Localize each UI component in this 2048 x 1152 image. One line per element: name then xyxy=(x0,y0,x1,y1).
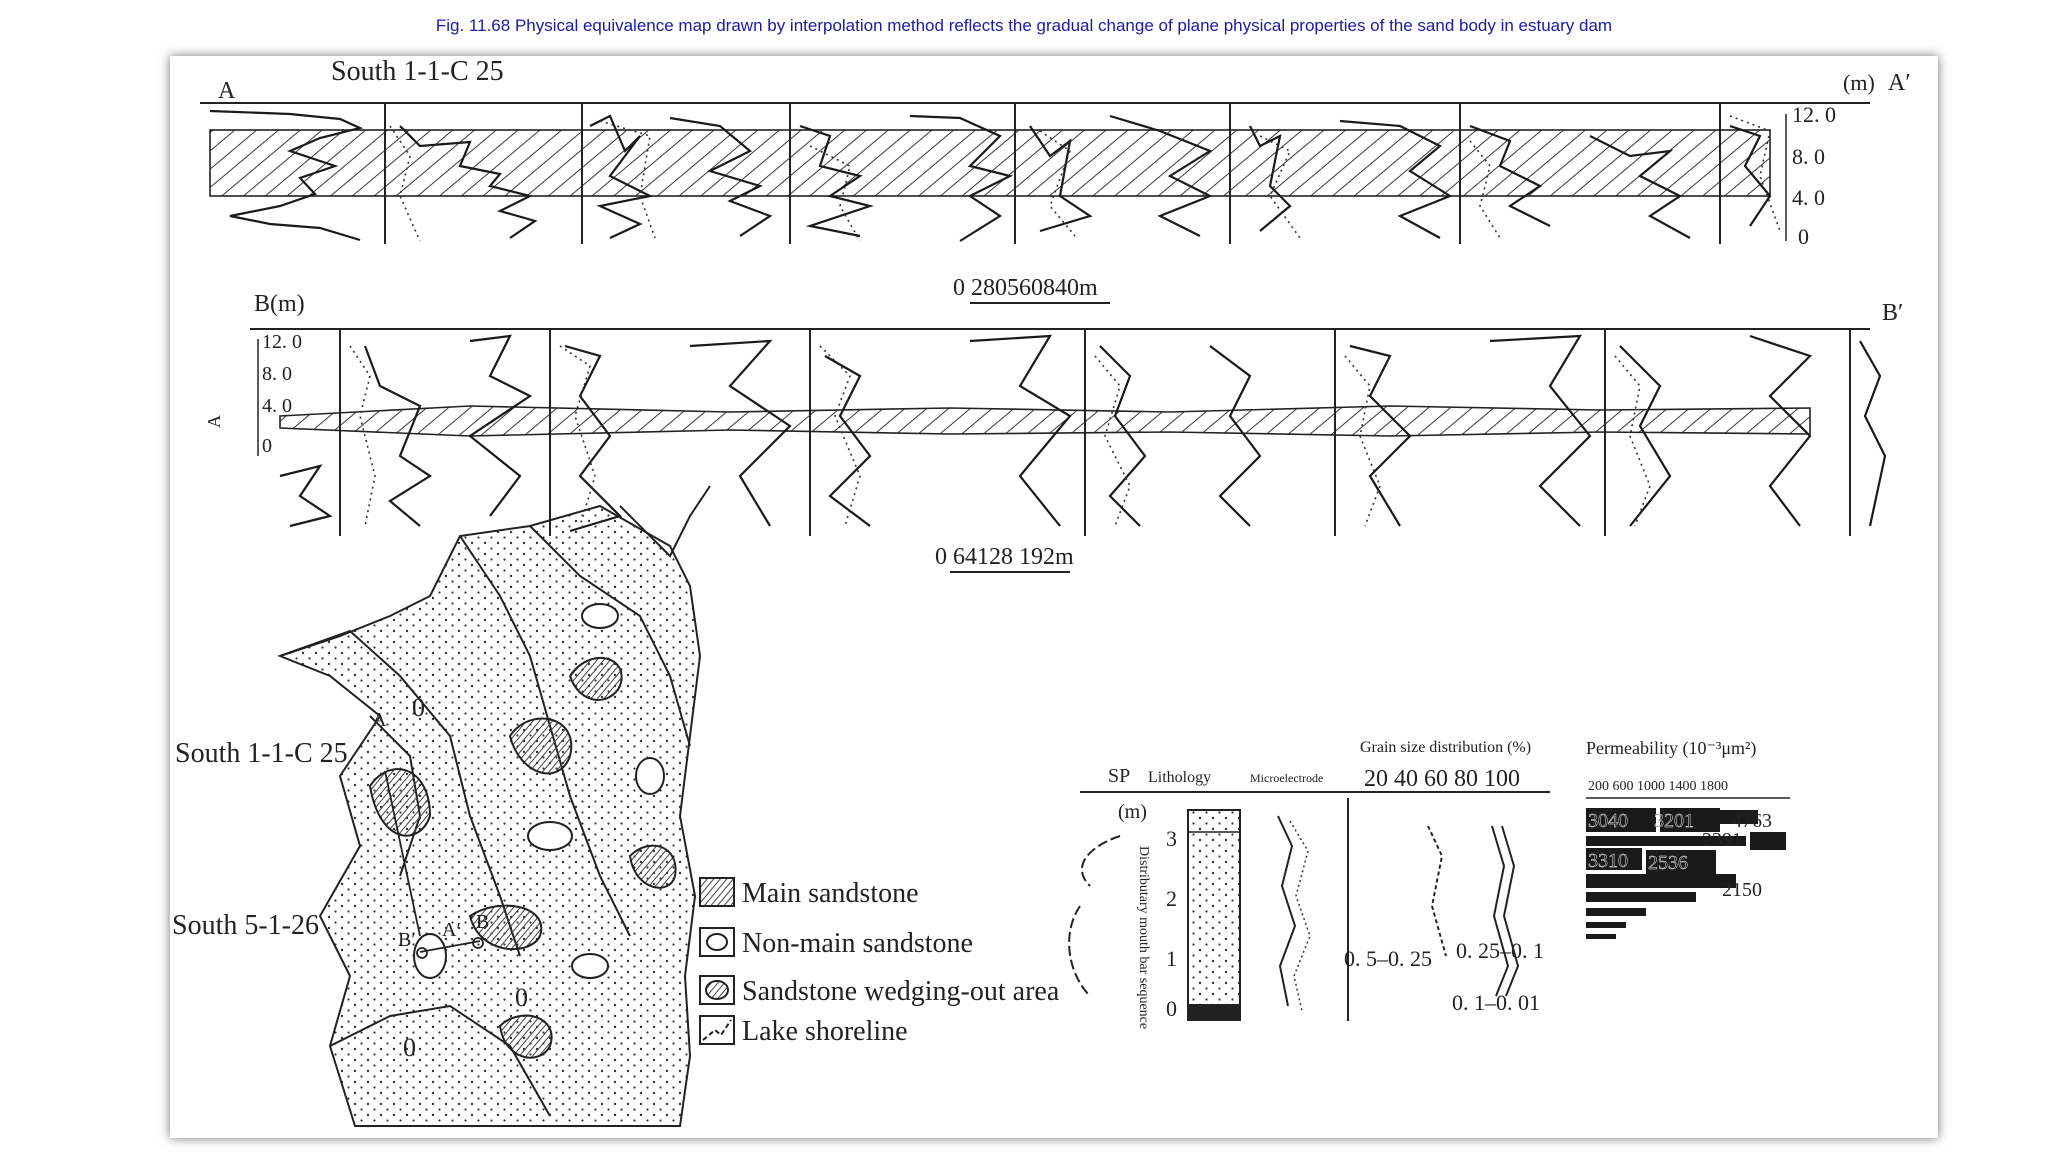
grain-range-label: 0. 5–0. 25 xyxy=(1344,946,1432,971)
permeability-value: 4763 xyxy=(1732,810,1772,832)
grain-size-header: Grain size distribution (%) xyxy=(1360,739,1531,756)
section-a-well-lines xyxy=(384,104,1721,244)
lithology-column xyxy=(1187,809,1241,1021)
section-a-depth-tick: 8. 0 xyxy=(1792,144,1825,169)
map-point-label: A xyxy=(372,709,387,731)
permeability-value: 2150 xyxy=(1722,879,1762,901)
well-marker xyxy=(416,947,428,959)
map-contour-label: 0 xyxy=(412,693,425,722)
section-a-start-label: A xyxy=(218,78,236,104)
column-unit: (m) xyxy=(1118,801,1147,823)
section-a-dotted-curves xyxy=(389,115,1781,242)
map-point-label: B′ xyxy=(398,929,416,951)
permeability-value: 2536 xyxy=(1648,852,1688,874)
non-main-sandstone-symbol xyxy=(699,927,735,957)
section-a-depth-axis: 12. 0 8. 0 4. 0 0 xyxy=(1785,102,1836,249)
sp-header: SP xyxy=(1108,765,1130,787)
well-marker xyxy=(472,937,484,949)
microelectrode-header: Microelectrode xyxy=(1250,771,1323,785)
wedging-out-symbol-shape xyxy=(705,980,729,1000)
stratigraphic-column: Grain size distribution (%) Permeability… xyxy=(1068,738,1790,1029)
lake-shoreline-symbol-shape xyxy=(702,1019,732,1041)
section-a-profile: A South 1-1-C 25 (m) A′ xyxy=(200,56,1911,304)
section-b-depth-tick: 12. 0 xyxy=(262,331,302,353)
column-depth-tick: 1 xyxy=(1166,946,1177,971)
geology-figure: A South 1-1-C 25 (m) A′ xyxy=(170,56,1938,1138)
permeability-header: Permeability (10⁻³μm²) xyxy=(1586,738,1756,759)
permeability-value: 3040 xyxy=(1588,810,1628,832)
legend-label: Main sandstone xyxy=(742,878,919,909)
section-b-scale-bar: 0 64128 192m xyxy=(935,544,1074,570)
grain-size-curve xyxy=(1427,825,1447,957)
section-b-log-curves xyxy=(279,334,1887,533)
permeability-bars xyxy=(1586,808,1786,939)
grain-size-curve xyxy=(1491,825,1510,997)
map-contour-label: 0 xyxy=(403,1033,416,1062)
section-b-side-label: A xyxy=(204,415,224,428)
legend-item-non-main-sandstone: Non-main sandstone xyxy=(699,927,973,959)
section-a-log-curves xyxy=(209,109,1772,242)
sp-curve xyxy=(1068,835,1121,997)
section-line-b xyxy=(419,940,481,953)
legend: Main sandstone Non-main sandstone Sandst… xyxy=(699,877,1060,1047)
lithology-header: Lithology xyxy=(1148,769,1211,786)
legend-label: Sandstone wedging-out area xyxy=(742,976,1060,1007)
section-a-depth-tick: 12. 0 xyxy=(1792,102,1836,127)
permeability-ticks: 200 600 1000 1400 1800 xyxy=(1588,779,1728,794)
section-b-depth-tick: 4. 0 xyxy=(262,395,292,417)
microelectrode-curve xyxy=(1277,815,1297,1007)
non-main-sandstone-patches xyxy=(413,603,665,979)
section-a-end-label: A′ xyxy=(1888,70,1911,96)
legend-label: Non-main sandstone xyxy=(742,928,973,959)
section-b-depth-axis: 12. 0 8. 0 4. 0 0 A xyxy=(204,331,302,457)
lake-shoreline-symbol xyxy=(699,1015,735,1045)
grain-size-ticks: 20 40 60 80 100 xyxy=(1364,766,1520,792)
section-a-scale-bar: 0 280560840m xyxy=(953,275,1098,301)
microelectrode-curve-dotted xyxy=(1289,820,1311,1012)
legend-item-lake-shoreline: Lake shoreline xyxy=(699,1015,908,1047)
column-depth-tick: 2 xyxy=(1166,886,1177,911)
section-b-end-label: B′ xyxy=(1882,300,1903,326)
section-a-well-label: South 1-1-C 25 xyxy=(331,56,504,87)
column-depth-tick: 3 xyxy=(1166,826,1177,851)
permeability-value: 2391 xyxy=(1702,829,1742,851)
section-b-profile: B(m) B′ 12. 0 8. 0 4. 0 0 A xyxy=(204,291,1903,573)
section-line-a xyxy=(384,770,421,937)
lithology-base xyxy=(1188,1004,1240,1020)
map-contour-label: 0 xyxy=(515,983,528,1012)
section-a-depth-tick: 4. 0 xyxy=(1792,185,1825,210)
section-a-unit-label: (m) xyxy=(1843,70,1875,95)
column-depth-tick: 0 xyxy=(1166,996,1177,1021)
legend-item-wedging-out: Sandstone wedging-out area xyxy=(699,975,1060,1007)
permeability-value-labels: 3040 3201 4763 2391 3310 2536 2150 xyxy=(1588,810,1772,901)
legend-item-main-sandstone: Main sandstone xyxy=(699,877,919,909)
map-well-label-2: South 5-1-26 xyxy=(172,910,319,941)
map-point-label: A′ xyxy=(442,919,461,941)
section-b-sand-body xyxy=(279,405,1811,437)
section-b-depth-tick: 0 xyxy=(262,435,272,457)
map-well-label-1: South 1-1-C 25 xyxy=(175,738,348,769)
plan-map: South 1-1-C 25 South 5-1-26 A B′ A′ B 0 … xyxy=(172,485,711,1127)
section-b-depth-tick: 8. 0 xyxy=(262,363,292,385)
non-main-sandstone-symbol-shape xyxy=(706,933,728,951)
legend-label: Lake shoreline xyxy=(742,1016,908,1047)
permeability-value: 3201 xyxy=(1654,810,1694,832)
grain-range-label: 0. 25–0. 1 xyxy=(1456,938,1544,963)
section-b-dotted-curves xyxy=(349,345,1651,527)
figure-canvas: A South 1-1-C 25 (m) A′ xyxy=(172,56,1911,1127)
map-point-label: B xyxy=(476,911,489,933)
figure-caption: Fig. 11.68 Physical equivalence map draw… xyxy=(435,16,1613,35)
section-b-start-label: B(m) xyxy=(254,291,305,317)
column-vertical-label: Distributary mouth bar sequence xyxy=(1136,846,1151,1029)
permeability-value: 3310 xyxy=(1588,850,1628,872)
section-b-well-lines xyxy=(339,330,1851,536)
section-a-depth-tick: 0 xyxy=(1798,224,1809,249)
main-sandstone-patches xyxy=(368,657,677,1059)
grain-size-curve xyxy=(1501,825,1520,997)
grain-range-label: 0. 1–0. 01 xyxy=(1452,990,1540,1015)
main-sandstone-symbol xyxy=(699,877,735,907)
